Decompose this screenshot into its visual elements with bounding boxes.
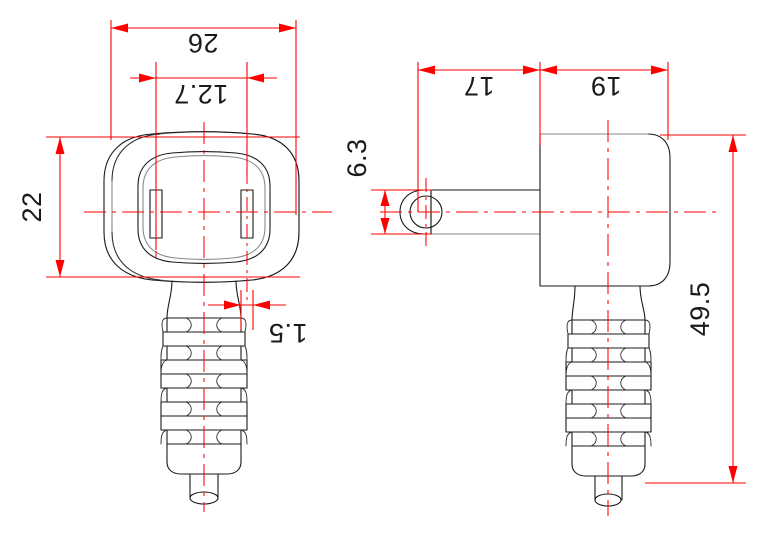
side-scallop-l5 [565,431,573,447]
dim-1-5-text: 1.5 [268,318,307,348]
side-strain-neck-right [639,285,646,321]
front-scallop-l5 [160,429,168,445]
dim-22-arrow-bottom [55,260,65,277]
side-scallop-r2 [648,347,652,363]
front-scallop-r1 [240,317,247,333]
dim-22-text: 22 [17,191,47,222]
dim-495-arrow-bottom [728,466,738,483]
side-rib-8 [565,417,652,433]
plug-face-left-wall [111,133,161,182]
side-rib-arc-4l [590,403,597,419]
side-scallop-r5 [644,431,652,447]
front-rib-arc-5l [185,429,192,445]
side-scallop-l3 [565,361,573,377]
front-rib-arc-2r [216,345,223,361]
front-rib-arc-4r [216,401,223,417]
front-strain-neck-left [166,280,173,319]
side-rib-arc-1l [590,319,597,335]
front-scallop-r4 [240,387,248,403]
dim-495-arrow-top [728,135,738,152]
front-rib-arc-1l [185,317,192,333]
side-body-outline [539,133,671,287]
front-rib-arc-5r [216,429,223,445]
dim-12-7: 12.7 [130,62,277,250]
front-rib-arc-2l [185,345,192,361]
side-strain-endcap [571,445,646,477]
plug-face-recess-outer [137,150,271,265]
dim-19-arrow-right [651,65,668,75]
side-strain-relief [565,319,652,447]
dim-49-5-text: 49.5 [685,282,715,337]
side-scallop-r3 [644,361,652,377]
dim-127-arrow-left [139,73,156,83]
dim-17-arrow-left [418,65,435,75]
dim-22-arrow-top [55,137,65,154]
front-rib-arc-3r [216,373,223,389]
side-strain-neck-left [571,285,576,321]
side-rib-arc-5l [590,431,597,447]
dim-63-arrow-top [380,190,390,206]
dim-15-arrow-right [253,300,270,310]
front-scallop-r2 [244,345,248,361]
front-scallop-l3 [160,359,168,375]
side-rib-arc-4r [620,403,627,419]
side-rib-arc-5r [620,431,627,447]
front-rib-arc-4l [185,401,192,417]
dim-63-arrow-bottom [380,218,390,234]
dim-19-text: 19 [590,71,621,101]
front-rib-5 [160,373,248,389]
dim-26: 26 [110,20,297,215]
front-scallop-l1 [161,317,168,333]
front-view-geometry [103,131,300,505]
dim-6-3-text: 6.3 [342,138,372,177]
side-scallop-l4 [565,389,573,405]
dim-22: 22 [17,136,300,278]
front-scallop-l4 [160,387,168,403]
side-scallop-l1 [566,319,573,335]
dim-26-arrow-right [279,23,296,33]
front-rib-arc-3l [185,373,192,389]
front-scallop-r5 [240,429,248,445]
front-scallop-r3 [240,359,248,375]
dim-49-5: 49.5 [645,134,746,484]
dim-26-text: 26 [187,28,218,58]
plug-face-recess-inner [142,154,266,261]
side-scallop-l2 [565,347,569,363]
front-scallop-l2 [160,345,164,361]
side-rib-5 [565,375,652,391]
front-rib-8 [160,415,248,431]
front-strain-relief [160,317,248,445]
side-rib-arc-3l [590,375,597,391]
dim-17: 17 [417,62,541,212]
plug-face-left-wall-lower [111,231,161,281]
dim-19: 19 [540,62,669,140]
dim-26-arrow-left [111,23,128,33]
plug-face-outer-edge [103,131,300,283]
front-rib-arc-1r [216,317,223,333]
front-strain-endcap [166,443,242,475]
side-rib-arc-2r [620,347,627,363]
dim-15-arrow-left [224,300,241,310]
side-rib-arc-1r [620,319,627,335]
dim-1-5: 1.5 [208,290,308,348]
dim-12-7-text: 12.7 [174,79,229,109]
side-rib-arc-2l [590,347,597,363]
dim-19-arrow-left [540,65,557,75]
side-scallop-r4 [644,389,652,405]
dim-17-arrow-right [523,65,540,75]
dim-127-arrow-right [247,73,264,83]
side-rib-arc-3r [620,375,627,391]
dim-17-text: 17 [463,71,494,101]
side-scallop-r1 [644,319,651,335]
dim-6-3: 6.3 [342,138,432,235]
